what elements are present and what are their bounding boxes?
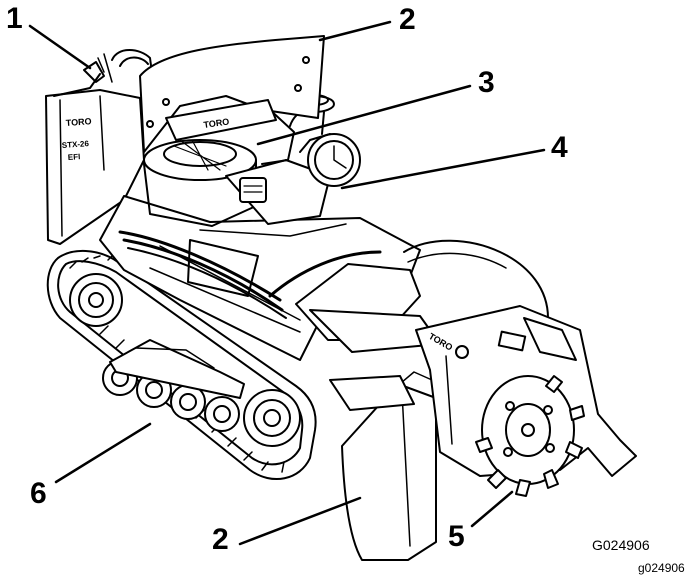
- callout-5: 5: [448, 520, 465, 553]
- decal-model: STX-26: [62, 139, 90, 150]
- callout-4: 4: [551, 131, 568, 164]
- engine-shield: [139, 35, 325, 153]
- callout-2-upper: 2: [399, 3, 416, 36]
- callout-1: 1: [6, 2, 23, 35]
- figure-code: G024906: [592, 537, 650, 553]
- decal-toro-side: TORO: [65, 116, 91, 128]
- callout-6: 6: [30, 477, 47, 510]
- cutter-wheel: [475, 375, 585, 497]
- engine: [143, 94, 361, 227]
- file-code: g024906: [638, 561, 685, 575]
- leader-lines: [28, 20, 546, 546]
- callout-3: 3: [478, 66, 495, 99]
- decal-toro-shield: TORO: [203, 116, 230, 129]
- callout-2-lower: 2: [212, 523, 229, 556]
- decal-efi: EFI: [68, 152, 81, 162]
- track-assembly: [46, 249, 317, 480]
- control-handles: [53, 49, 155, 97]
